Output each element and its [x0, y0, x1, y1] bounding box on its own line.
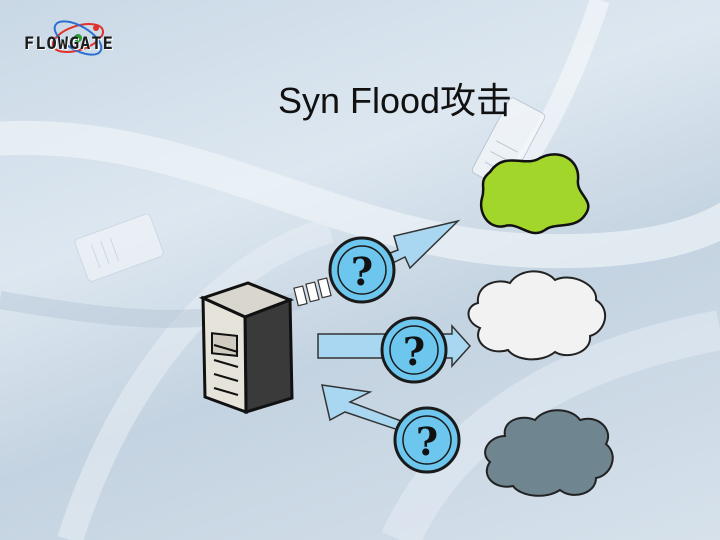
gray-cloud: [485, 410, 613, 496]
question-mark: ?: [351, 249, 373, 294]
question-badge-top: ?: [330, 238, 394, 302]
green-blob: [481, 154, 588, 233]
server-icon: [203, 283, 292, 412]
question-mark: ?: [403, 329, 425, 374]
white-cloud: [468, 271, 605, 359]
question-badge-middle: ?: [382, 318, 446, 382]
question-badge-bottom: ?: [395, 408, 459, 472]
question-mark: ?: [416, 419, 438, 464]
